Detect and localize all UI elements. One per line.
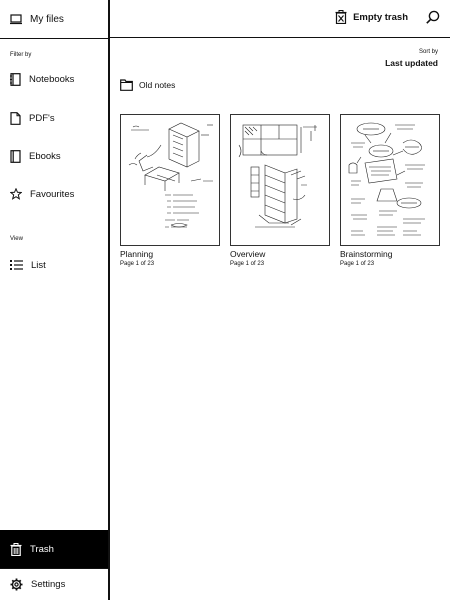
notebook-icon: [10, 72, 21, 86]
sort-dropdown[interactable]: Last updated: [385, 58, 438, 68]
sort-by-label: Sort by: [418, 49, 438, 55]
sidebar-item-label: List: [31, 259, 46, 271]
sidebar-item-label: Settings: [31, 579, 66, 590]
gear-icon: [10, 578, 23, 591]
note-thumbnail: [340, 114, 440, 246]
sidebar-item-favourites[interactable]: Favourites: [0, 182, 108, 206]
ebook-icon: [10, 149, 21, 163]
trash-icon: [10, 542, 22, 556]
sidebar-item-list[interactable]: List: [0, 253, 108, 277]
note-card-planning[interactable]: Planning Page 1 of 23: [120, 114, 220, 267]
sidebar-item-label: PDF's: [29, 112, 55, 124]
note-title: Overview: [230, 249, 266, 259]
note-card-overview[interactable]: Overview Page 1 of 23: [230, 114, 330, 267]
note-card-brainstorming[interactable]: Brainstorming Page 1 of 23: [340, 114, 440, 267]
sketch-thumbnail: [128, 122, 213, 228]
sketch-thumbnail: [238, 124, 317, 228]
search-button[interactable]: [426, 10, 440, 29]
note-title: Brainstorming: [340, 249, 393, 259]
sidebar: My files Filter by Notebooks PDF's Ebook…: [0, 0, 110, 600]
note-thumbnail: [230, 114, 330, 246]
sidebar-item-label: Favourites: [30, 188, 75, 200]
folder-old-notes[interactable]: Old notes: [120, 79, 175, 91]
empty-trash-button[interactable]: Empty trash: [335, 10, 408, 24]
star-icon: [10, 188, 22, 200]
note-page-count: Page 1 of 23: [340, 261, 375, 267]
laptop-icon: [10, 13, 22, 24]
view-label: View: [10, 236, 23, 242]
sidebar-item-label: Notebooks: [29, 73, 75, 85]
sidebar-item-notebooks[interactable]: Notebooks: [0, 67, 108, 91]
empty-trash-label: Empty trash: [353, 11, 408, 23]
sidebar-item-label: Trash: [30, 543, 54, 555]
sidebar-item-pdfs[interactable]: PDF's: [0, 106, 108, 130]
sketch-thumbnail: [348, 122, 425, 236]
top-bar: Empty trash: [110, 0, 450, 38]
filter-by-label: Filter by: [10, 52, 32, 58]
my-files-label: My files: [30, 13, 64, 25]
list-icon: [10, 260, 23, 270]
my-files-button[interactable]: My files: [0, 0, 108, 39]
note-page-count: Page 1 of 23: [230, 261, 265, 267]
pdf-icon: [10, 111, 21, 125]
folder-label: Old notes: [139, 80, 176, 90]
search-icon: [426, 10, 440, 24]
sidebar-item-label: Ebooks: [29, 150, 61, 162]
sidebar-item-settings[interactable]: Settings: [0, 568, 108, 600]
sidebar-item-trash[interactable]: Trash: [0, 530, 108, 568]
empty-trash-icon: [335, 10, 347, 24]
note-thumbnail: [120, 114, 220, 246]
note-page-count: Page 1 of 23: [120, 261, 155, 267]
sidebar-item-ebooks[interactable]: Ebooks: [0, 144, 108, 168]
folder-icon: [120, 79, 133, 91]
note-title: Planning: [120, 249, 154, 259]
